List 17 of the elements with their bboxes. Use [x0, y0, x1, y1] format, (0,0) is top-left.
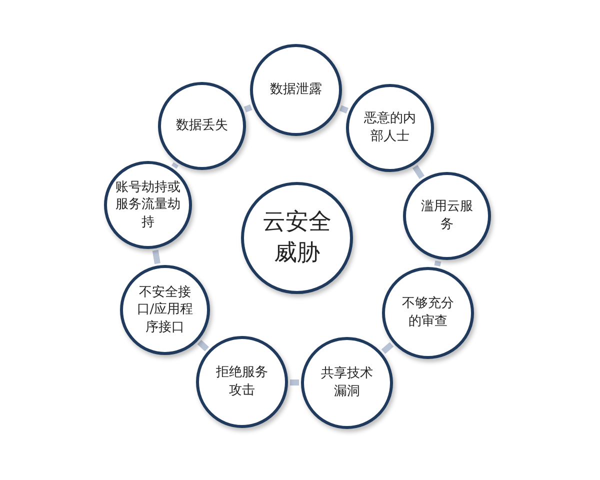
connector-bar	[290, 379, 300, 386]
connector-bar	[152, 250, 160, 264]
circle-label: 数据丢失	[175, 117, 229, 135]
circle-label: 云安全威胁	[262, 208, 332, 268]
connector-bar	[434, 260, 442, 266]
circle-label: 恶意的内部人士	[363, 110, 417, 146]
connector-bar	[197, 340, 209, 352]
circle-label: 账号劫持或服务流量劫持	[115, 178, 181, 232]
connector-bar	[381, 342, 394, 354]
circle-label: 滥用云服务	[420, 198, 474, 234]
connector-bar	[412, 164, 424, 180]
circle-label: 不安全接口/应用程序接口	[136, 284, 194, 336]
circle-label: 不够充分的审查	[401, 295, 455, 331]
circle-label: 拒绝服务攻击	[215, 364, 269, 400]
connector-bar	[171, 162, 179, 169]
circle-label: 数据泄露	[269, 81, 323, 99]
circle-label: 共享技术漏洞	[320, 365, 374, 401]
